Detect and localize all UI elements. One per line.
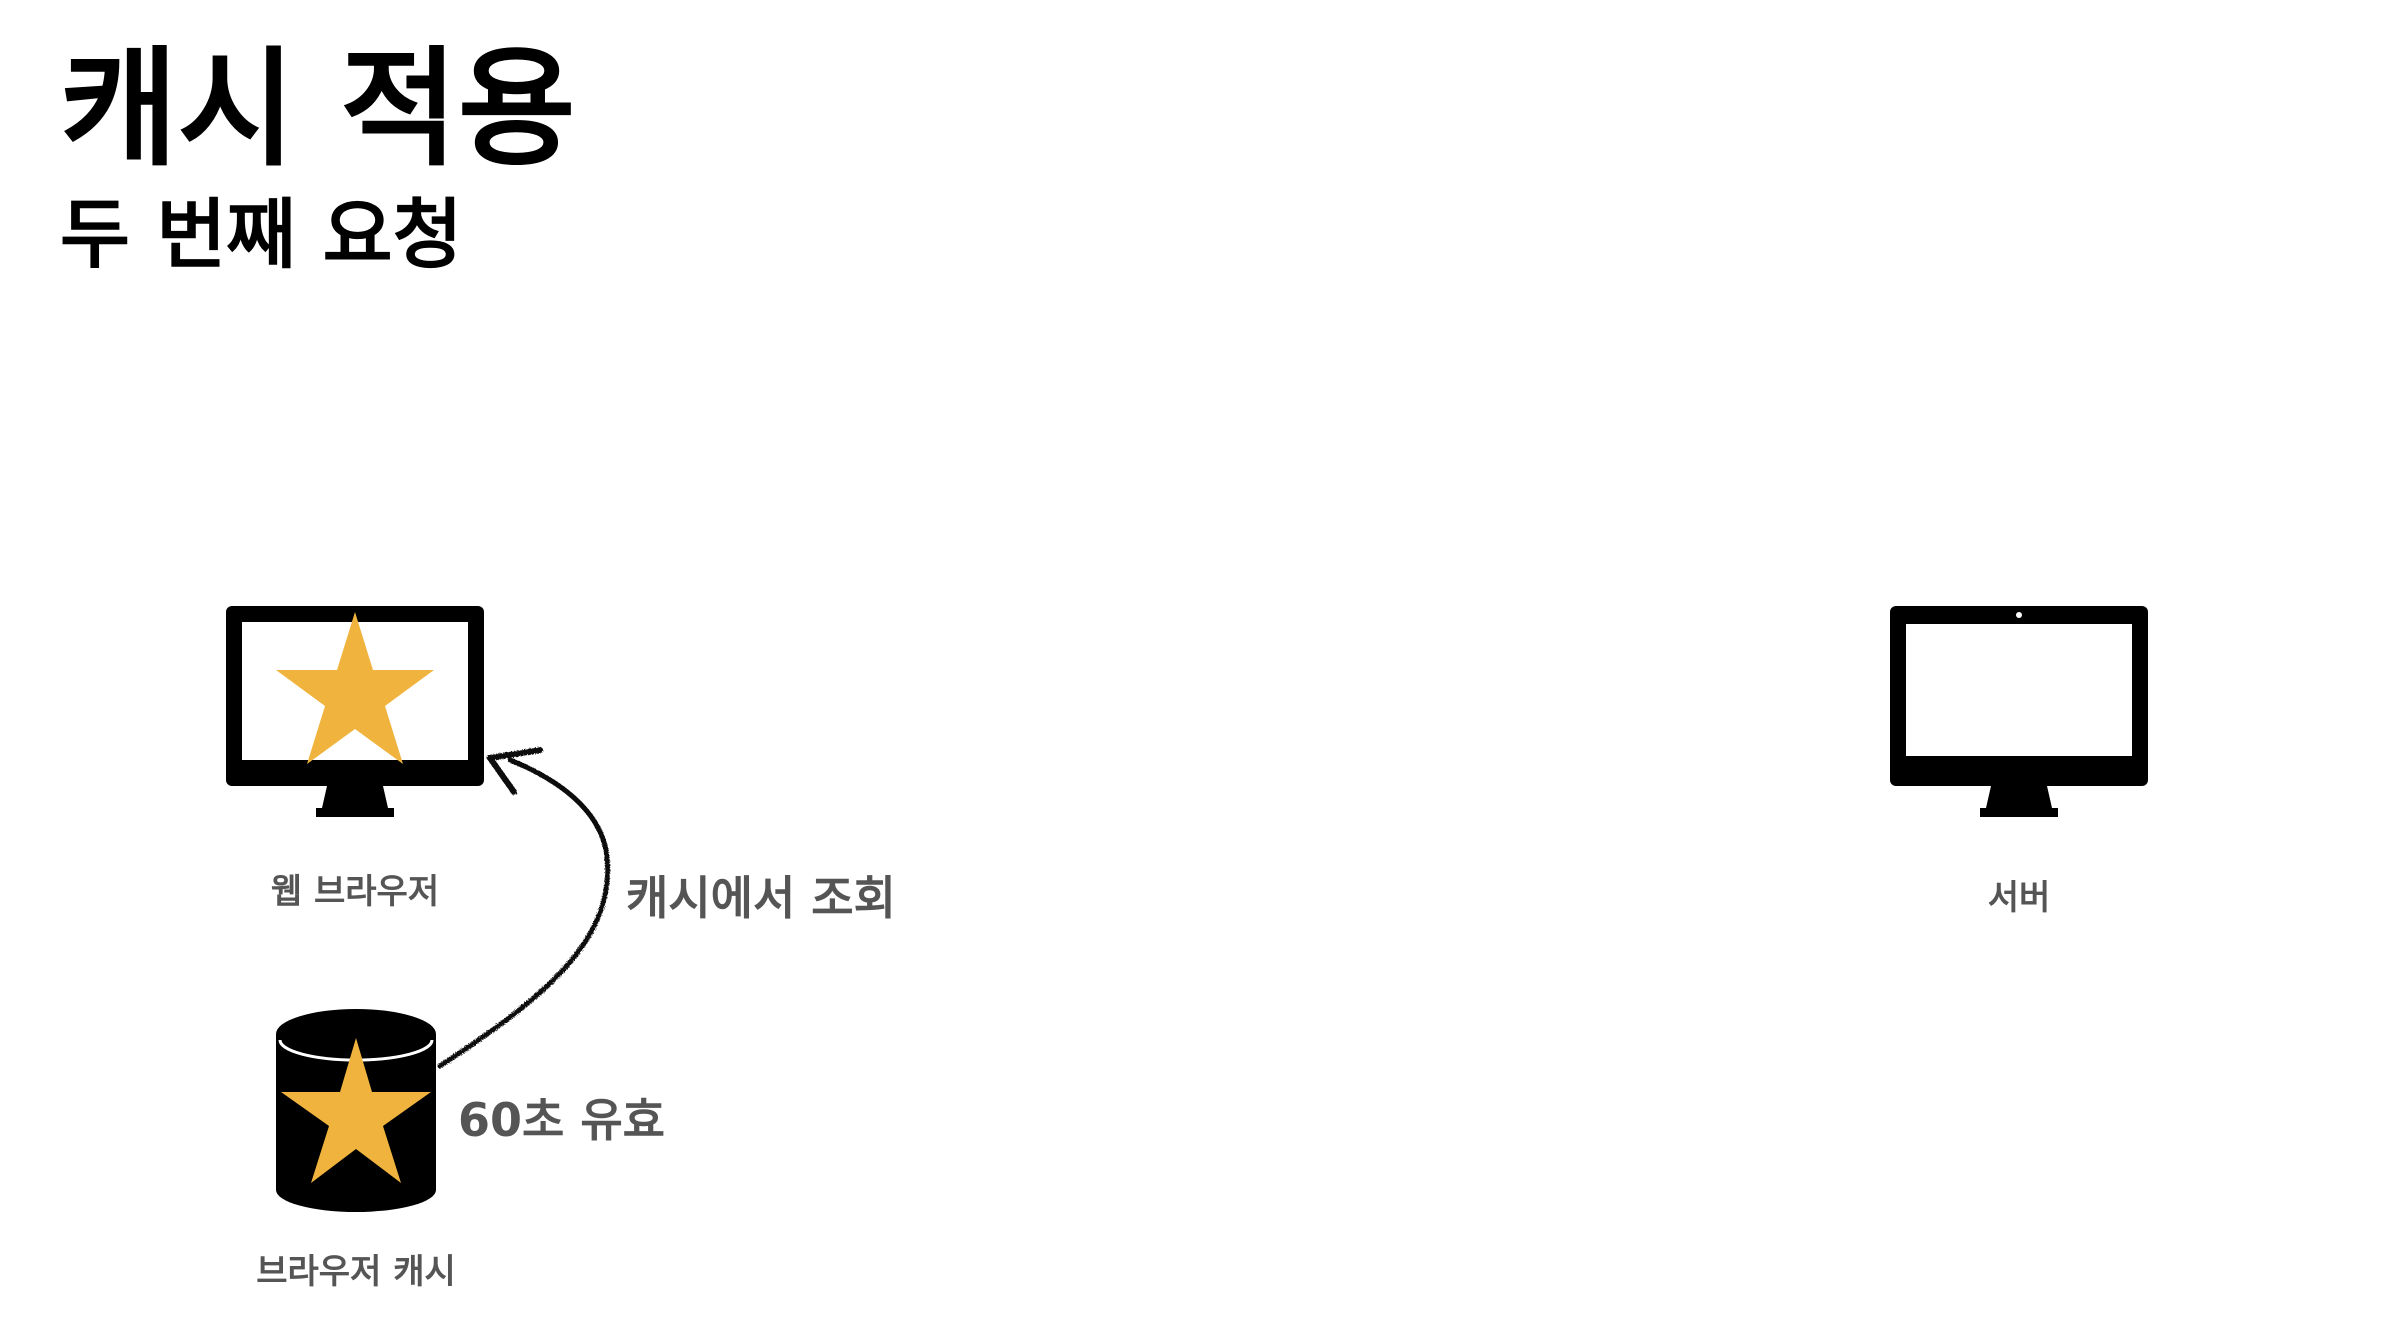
browser-monitor-icon [226,606,484,817]
validity-label: 60초 유효 [458,1093,665,1147]
star-icon [276,612,434,764]
star-icon [281,1038,431,1183]
cache-lookup-arrow [437,747,610,1069]
cache-lookup-label: 캐시에서 조회 [626,871,896,925]
cache-database-icon [276,1009,436,1212]
cache-label: 브라우저 캐시 [256,1252,456,1292]
slide-title: 캐시 적용 [60,35,576,184]
browser-label: 웹 브라우저 [270,872,440,912]
server-monitor-icon [1890,606,2148,817]
slide-subtitle: 두 번째 요청 [60,190,463,279]
server-label: 서버 [1987,878,2051,918]
